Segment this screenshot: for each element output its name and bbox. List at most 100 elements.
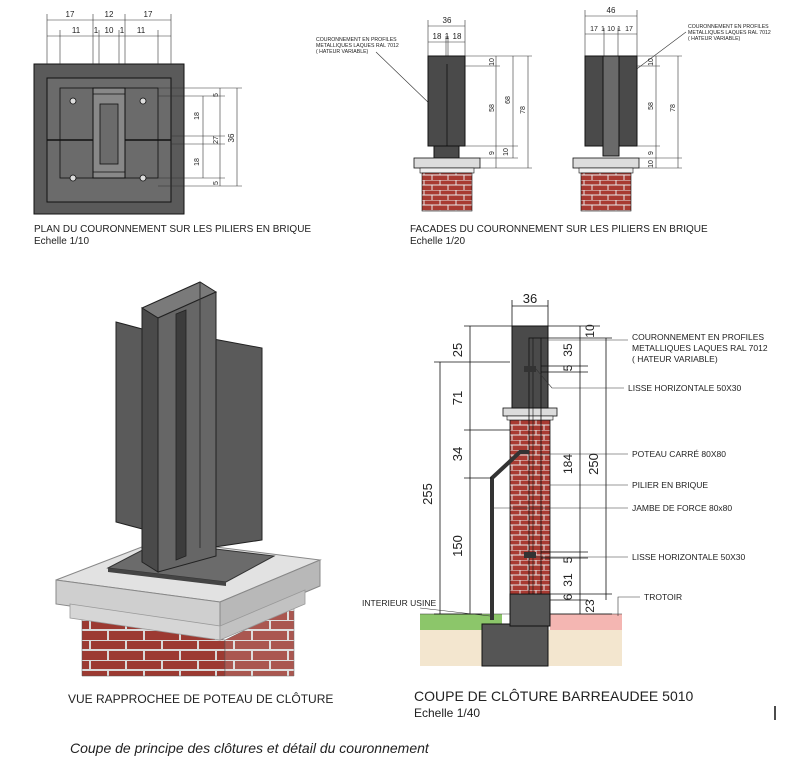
- plan-sub-dim: 1: [120, 26, 125, 35]
- section-left-dim: 34: [450, 447, 465, 461]
- facade-a-top-dim: 36: [443, 16, 452, 25]
- facade-b: 46 17 1 10 1 17 COURONNEMENT EN PROFILES…: [572, 6, 771, 212]
- label-pillar: PILIER EN BRIQUE: [632, 480, 708, 490]
- plan-scale: Echelle 1/10: [34, 236, 90, 247]
- facade-a-cap-stone: [413, 157, 481, 169]
- label-brace: JAMBE DE FORCE 80x80: [632, 503, 732, 513]
- facade-a-sub-dim: 18: [453, 32, 462, 41]
- section-title: COUPE DE CLÔTURE BARREAUDEE 5010: [414, 688, 694, 704]
- facade-a-crown: [427, 55, 466, 147]
- label-crown: ( HATEUR VARIABLE): [632, 354, 718, 364]
- facade-b-sub-dim: 1: [617, 26, 621, 33]
- plan-top-dim: 12: [105, 10, 114, 19]
- plan-sub-dim: 10: [105, 26, 114, 35]
- facade-a-sub-dim: 18: [433, 32, 442, 41]
- bolt-hole: [69, 97, 77, 105]
- label-rail-bottom: LISSE HORIZONTALE 50X30: [632, 552, 745, 562]
- section-view: 36 25 71 34 150 255: [362, 291, 768, 667]
- facade-scale: Echelle 1/20: [410, 236, 466, 247]
- label-rail-top: LISSE HORIZONTALE 50X30: [628, 383, 741, 393]
- plan-sub-dim: 1: [94, 26, 99, 35]
- plan-right-total: 36: [227, 133, 236, 142]
- section-top-dim: 36: [523, 291, 537, 306]
- section-inner-dim: 35: [561, 343, 575, 357]
- facade-a-dim: 10: [503, 148, 510, 156]
- plan-right-dim: 27: [213, 136, 220, 144]
- label-crown: METALLIQUES LAQUES RAL 7012: [632, 343, 768, 353]
- rail-bottom: [524, 552, 536, 558]
- section-inner-dim: 184: [561, 454, 575, 474]
- plan-sub-dim: 11: [137, 26, 146, 35]
- label-sidewalk: TROTOIR: [644, 592, 682, 602]
- facade-b-crown-right: [618, 55, 638, 147]
- facade-b-label: METALLIQUES LAQUES RAL 7012: [688, 30, 771, 36]
- facade-b-sub-dim: 1: [601, 26, 605, 33]
- section-left-dim: 71: [450, 391, 465, 405]
- facade-b-sub-dim: 17: [625, 26, 633, 33]
- facade-b-dim: 10: [648, 58, 655, 66]
- section-post: [528, 337, 542, 595]
- facade-a-label: COURONNEMENT EN PROFILES: [316, 37, 397, 43]
- section-inner-dim: 31: [561, 573, 575, 587]
- section-left-total: 255: [420, 483, 435, 505]
- bolt-hole: [139, 97, 147, 105]
- facade-a-brick: [421, 172, 473, 212]
- facade-b-dim: 9: [648, 151, 655, 155]
- facade-b-cap-stone: [572, 157, 640, 169]
- section-inner-dim: 10: [583, 324, 597, 338]
- section-scale: Echelle 1/40: [414, 706, 481, 720]
- section-brick-pillar: [509, 419, 551, 595]
- label-inside: INTERIEUR USINE: [362, 598, 436, 608]
- facade-b-brick: [580, 172, 632, 212]
- plan-top-dim: 17: [66, 10, 75, 19]
- foundation: [481, 623, 549, 667]
- facade-b-total-dim: 78: [670, 104, 677, 112]
- plan-title: PLAN DU COURONNEMENT SUR LES PILIERS EN …: [34, 224, 312, 235]
- facade-a-mid-dim: 68: [505, 96, 512, 104]
- figure-caption: Coupe de principe des clôtures et détail…: [70, 740, 429, 756]
- plan-top-dim: 17: [144, 10, 153, 19]
- facade-a-dim: 58: [489, 104, 496, 112]
- facade-b-top-dim: 46: [607, 6, 616, 15]
- facade-a-dim: 9: [489, 151, 496, 155]
- close-up-view: [55, 281, 322, 677]
- section-inner-dim: 6: [561, 593, 575, 600]
- facade-b-label: COURONNEMENT EN PROFILES: [688, 24, 769, 30]
- facade-b-sub-dim: 17: [590, 26, 598, 33]
- section-left-dim: 150: [450, 535, 465, 557]
- section-cap-stone: [502, 407, 558, 417]
- facade-title: FACADES DU COURONNEMENT SUR LES PILIERS …: [410, 224, 708, 235]
- plan-right-dim: 18: [194, 158, 201, 166]
- facade-a-label: METALLIQUES LAQUES RAL 7012: [316, 43, 399, 49]
- section-inner-dim: 23: [583, 599, 597, 613]
- section-inner-total: 250: [586, 453, 601, 475]
- facade-b-crown-left: [584, 55, 604, 147]
- plan-sub-dim: 11: [72, 26, 81, 35]
- ground-sidewalk: [550, 614, 622, 630]
- facade-b-sub-dim: 10: [607, 26, 615, 33]
- facade-a-dim: 10: [489, 58, 496, 66]
- view-title: VUE RAPPROCHEE DE POTEAU DE CLÔTURE: [68, 692, 334, 706]
- plan-right-dim: 18: [194, 112, 201, 120]
- section-inner-dim: 5: [561, 364, 575, 371]
- section-left-dim: 25: [450, 343, 465, 357]
- label-crown: COURONNEMENT EN PROFILES: [632, 332, 764, 342]
- plan-right-dim: 5: [213, 181, 220, 185]
- section-brace: [490, 450, 529, 620]
- facade-a-sub-dim: 1: [445, 32, 450, 41]
- rail-top: [524, 366, 536, 372]
- bolt-hole: [69, 174, 77, 182]
- section-inner-dim: 5: [561, 556, 575, 563]
- plan-right-dim: 5: [213, 93, 220, 97]
- bolt-hole: [139, 174, 147, 182]
- facade-b-dim: 10: [648, 160, 655, 168]
- post-body: [157, 291, 217, 573]
- facade-b-dim: 58: [648, 102, 655, 110]
- facade-a-total-dim: 78: [520, 106, 527, 114]
- facade-a: 36 18 1 18 COURONNEMENT EN PROFILES META…: [316, 16, 532, 212]
- facade-a-label: ( HATEUR VARIABLE): [316, 49, 369, 55]
- plan-view: 17 12 17 11 1 10 1 11 5 18 27 18 5 36: [33, 10, 242, 215]
- facade-b-label: ( HATEUR VARIABLE): [688, 36, 741, 42]
- label-post: POTEAU CARRÉ 80X80: [632, 449, 726, 459]
